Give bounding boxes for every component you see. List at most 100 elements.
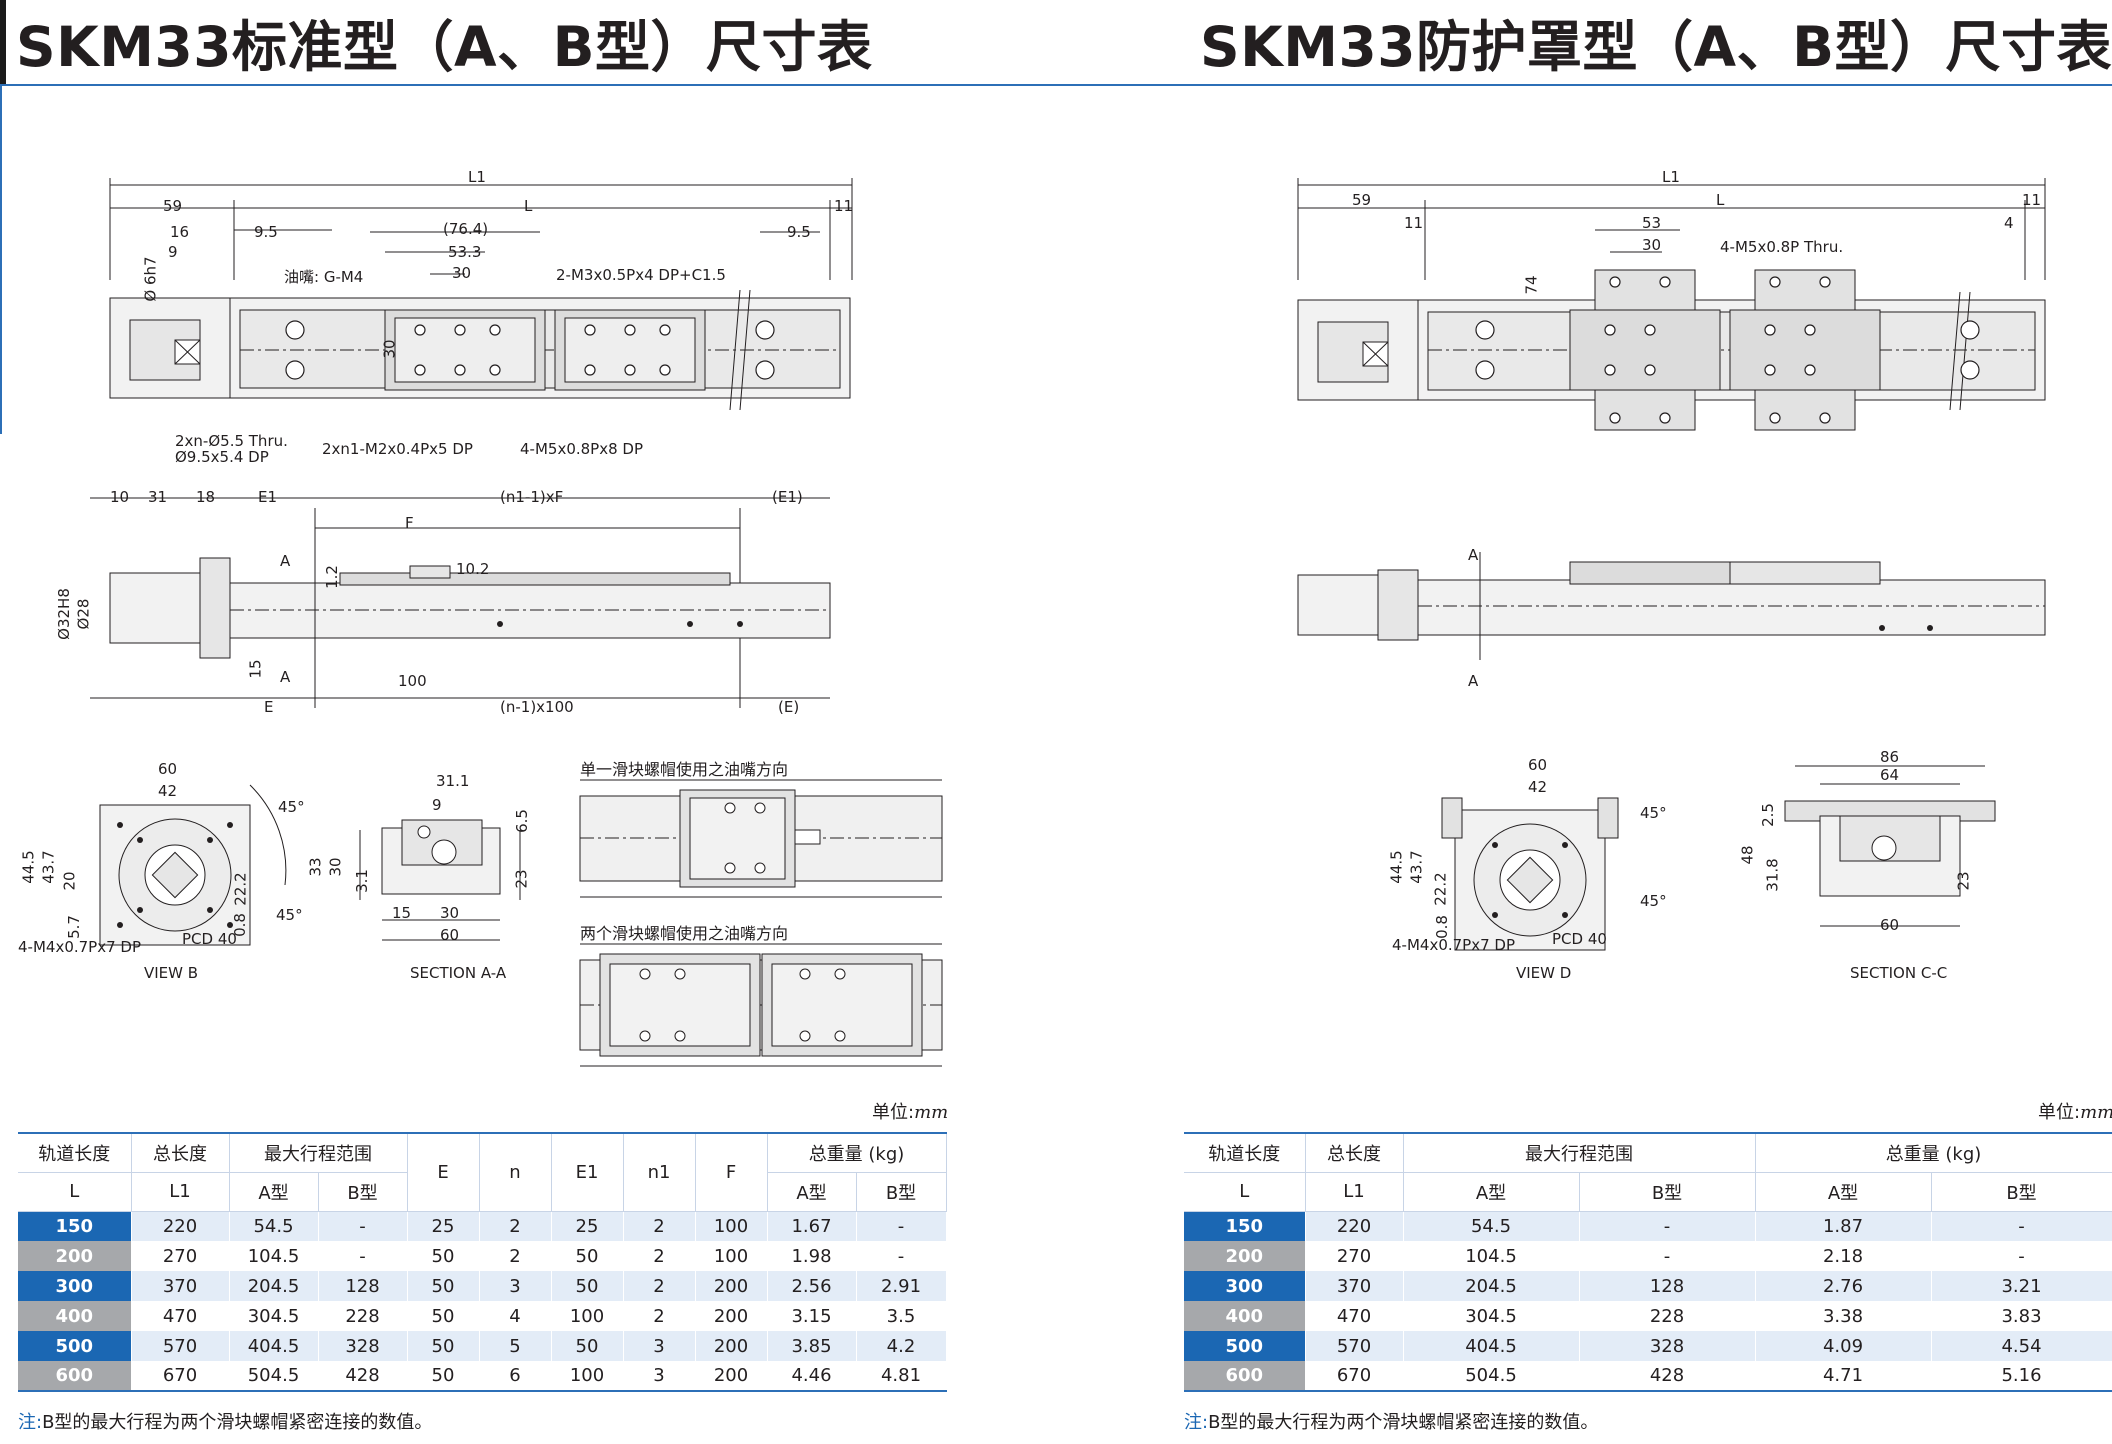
table-cell: 504.5 xyxy=(229,1361,319,1392)
table-cell: 2 xyxy=(623,1301,696,1331)
standard-side-view-drawing xyxy=(90,497,831,708)
title-divider-right xyxy=(1064,84,2112,86)
table-cell: 100 xyxy=(551,1301,624,1331)
table-cell: 4.2 xyxy=(856,1331,947,1361)
viewd-pcd: PCD 40 xyxy=(1552,930,1607,948)
table-cell: 128 xyxy=(318,1271,408,1301)
unit-right: 单位:mm xyxy=(2038,1102,2112,1123)
table-cell: 470 xyxy=(1305,1301,1404,1331)
viewd-angle-45-top: 45° xyxy=(1640,804,1667,822)
cov-note-m5: 4-M5x0.8P Thru. xyxy=(1720,238,1844,256)
seccc-caption: SECTION C-C xyxy=(1850,964,1948,982)
dim-1-2: 1.2 xyxy=(322,565,341,589)
table-cell: 2.76 xyxy=(1755,1271,1932,1301)
dim-9: 9 xyxy=(168,243,178,261)
table-cell: 1.67 xyxy=(767,1211,857,1241)
dim-30: 30 xyxy=(452,264,472,282)
secaa-dim-30: 30 xyxy=(326,857,345,877)
secaa-caption: SECTION A-A xyxy=(410,964,507,982)
dim-11: 11 xyxy=(834,197,854,215)
dim-30-vertical: 30 xyxy=(380,339,399,359)
table-cell: 6 xyxy=(479,1361,552,1392)
dim-F: F xyxy=(405,514,414,532)
th-total-weight: 总重量 (kg) xyxy=(767,1132,947,1173)
row-rail-length: 150 xyxy=(18,1211,132,1241)
table-cell: 404.5 xyxy=(1403,1331,1580,1361)
th-max-stroke: 最大行程范围 xyxy=(1403,1132,1756,1173)
table-cell: 1.87 xyxy=(1755,1211,1932,1241)
dim-L1: L1 xyxy=(468,168,486,186)
th-n: n xyxy=(479,1132,552,1212)
th-total-length: 总长度 xyxy=(131,1132,230,1173)
title-divider-left xyxy=(0,84,1064,86)
section-a-bottom: A xyxy=(280,668,291,686)
table-cell: 428 xyxy=(1579,1361,1756,1392)
table-cell: 4 xyxy=(479,1301,552,1331)
row-rail-length: 150 xyxy=(1184,1211,1306,1241)
table-cell: 570 xyxy=(131,1331,230,1361)
table-cell: 4.71 xyxy=(1755,1361,1932,1392)
secaa-dim-30-bottom: 30 xyxy=(440,904,460,922)
left-margin-line xyxy=(0,84,2,434)
note-counterbore: Ø9.5x5.4 DP xyxy=(175,448,269,466)
table-cell: 2.18 xyxy=(1755,1241,1932,1271)
note-covered: 注:B型的最大行程为两个滑块螺帽紧密连接的数值。 xyxy=(1184,1408,1598,1434)
secaa-dim-6-5: 6.5 xyxy=(512,809,531,833)
table-cell: 100 xyxy=(695,1211,768,1241)
viewd-dim-60: 60 xyxy=(1528,756,1548,774)
table-cell: - xyxy=(1579,1241,1756,1271)
viewb-angle-45-bottom: 45° xyxy=(276,906,303,924)
table-cell: 2 xyxy=(623,1241,696,1271)
oil-direction-single-drawing xyxy=(579,779,943,898)
secaa-dim-31-1: 31.1 xyxy=(436,772,470,790)
table-cell: 228 xyxy=(1579,1301,1756,1331)
dim-9-5-right: 9.5 xyxy=(787,223,811,241)
table-cell: 4.81 xyxy=(856,1361,947,1392)
table-cell: 2 xyxy=(479,1211,552,1241)
dim-phi-28: Ø28 xyxy=(74,598,93,630)
table-cell: 50 xyxy=(551,1331,624,1361)
viewd-dim-22-2: 22.2 xyxy=(1431,872,1450,906)
oil-direction-single-title: 单一滑块螺帽使用之油嘴方向 xyxy=(580,760,789,779)
page-title-standard: SKM33标准型（A、B型）尺寸表 xyxy=(16,15,873,79)
dim-10-2: 10.2 xyxy=(456,560,490,578)
table-cell: 3.85 xyxy=(767,1331,857,1361)
dim-76-4: (76.4) xyxy=(443,220,489,238)
dim-15: 15 xyxy=(246,659,265,679)
viewb-note-m4: 4-M4x0.7Px7 DP xyxy=(18,938,142,956)
viewb-dim-42: 42 xyxy=(158,782,178,800)
covered-side-view-drawing xyxy=(1297,552,2046,660)
cov-dim-11-right: 11 xyxy=(2022,191,2042,209)
table-cell: 3 xyxy=(623,1361,696,1392)
viewb-dim-5-7: 5.7 xyxy=(64,915,83,939)
seccc-dim-86: 86 xyxy=(1880,748,1900,766)
table-cell: 128 xyxy=(1579,1271,1756,1301)
table-cell: - xyxy=(856,1241,947,1271)
section-aa-drawing xyxy=(359,819,521,941)
th-weight-a: A型 xyxy=(767,1172,857,1212)
table-cell: 370 xyxy=(131,1271,230,1301)
viewb-dim-43-7: 43.7 xyxy=(39,850,58,884)
viewb-pcd: PCD 40 xyxy=(182,930,237,948)
table-cell: 370 xyxy=(1305,1271,1404,1301)
seccc-dim-23: 23 xyxy=(1954,871,1973,891)
viewd-dim-42: 42 xyxy=(1528,778,1548,796)
dim-n-minus-1-100: (n-1)x100 xyxy=(500,698,574,716)
note-label: 注: xyxy=(1184,1412,1209,1433)
table-cell: 270 xyxy=(131,1241,230,1271)
table-cell: - xyxy=(318,1211,408,1241)
table-cell: 470 xyxy=(131,1301,230,1331)
table-cell: 5 xyxy=(479,1331,552,1361)
dim-16: 16 xyxy=(170,223,190,241)
th-rail-length: 轨道长度 xyxy=(1184,1132,1306,1173)
dim-10: 10 xyxy=(110,488,130,506)
note-oil-nipple: 油嘴: G-M4 xyxy=(284,268,364,286)
table-cell: 50 xyxy=(551,1271,624,1301)
